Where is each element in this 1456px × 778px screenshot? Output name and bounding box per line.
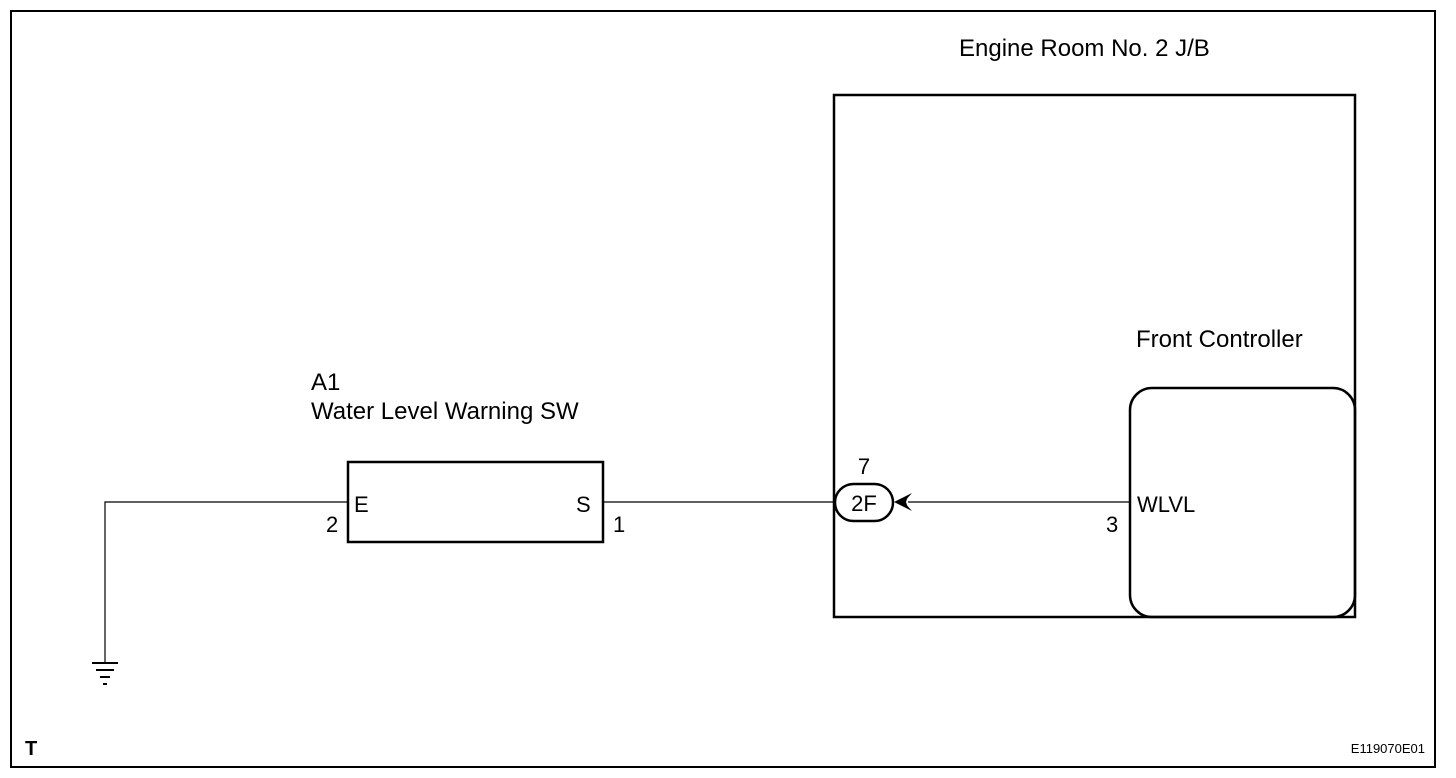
front-controller-title: Front Controller (1136, 326, 1303, 353)
connector-name: 2F (851, 491, 877, 516)
junction-block-title: Engine Room No. 2 J/B (959, 35, 1210, 62)
switch-code: A1 (311, 369, 340, 396)
switch-terminal-right: S (576, 492, 591, 517)
switch-terminal-left: E (354, 492, 369, 517)
connector-chevron-icon (894, 493, 912, 511)
front-controller-pin: 3 (1106, 512, 1118, 537)
figure-code: E119070E01 (1351, 741, 1425, 756)
junction-block-box (832, 93, 1357, 619)
connector-2f (833, 482, 895, 523)
switch-name: Water Level Warning SW (311, 398, 579, 425)
ground-wire (104, 501, 348, 662)
switch-pin-left: 2 (326, 512, 338, 537)
outer-frame (10, 10, 1436, 768)
switch-box (346, 460, 605, 544)
front-controller-terminal-label: WLVL (1137, 492, 1195, 517)
switch-pin-right: 1 (613, 512, 625, 537)
corner-label: T (25, 738, 37, 760)
ground-icon (92, 662, 118, 685)
connector-pin: 7 (858, 454, 870, 479)
